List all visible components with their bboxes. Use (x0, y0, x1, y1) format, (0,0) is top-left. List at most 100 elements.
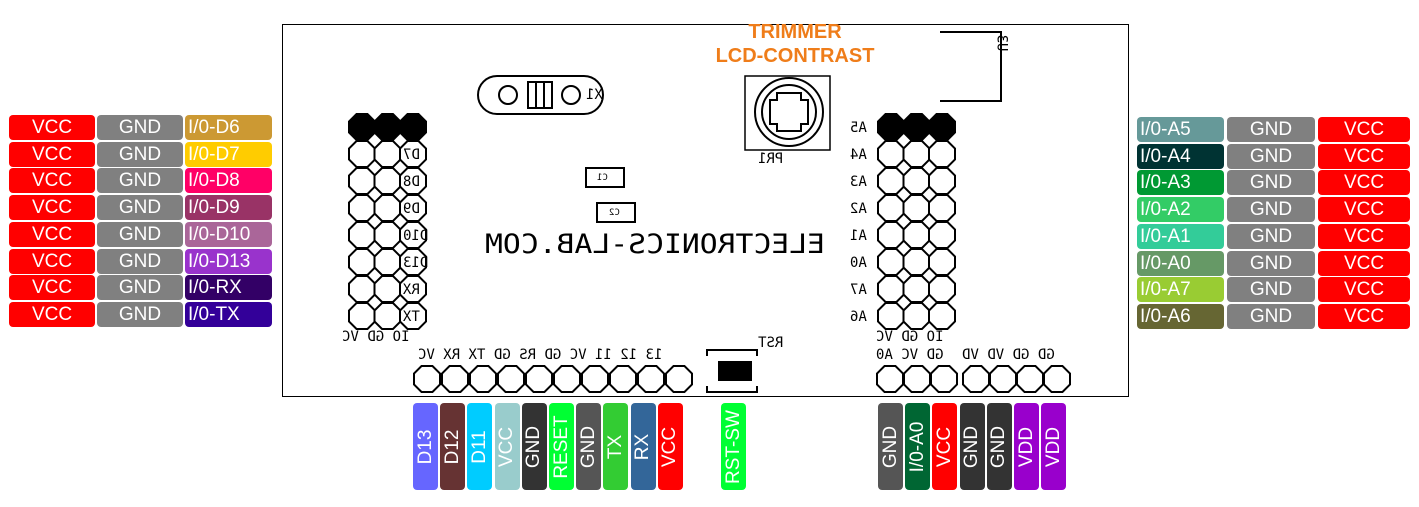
vcc-label: VCC (1318, 277, 1410, 303)
vcc-label: VCC (1318, 170, 1410, 196)
header-pad (902, 194, 931, 222)
io-label-i0a7: I/0-A7 (1137, 277, 1224, 303)
right-pin-name-a3: A3 (850, 174, 867, 190)
header-pad (373, 167, 402, 195)
crystal-x1 (477, 75, 604, 115)
trimmer-pr1 (744, 75, 831, 151)
vcc-label: VCC (1318, 223, 1410, 249)
header-pad (928, 275, 956, 303)
rst-label: RST (758, 335, 784, 351)
bottom-label-text: D11 (468, 429, 490, 464)
header-pad (348, 167, 376, 195)
left-pin-name-tx: TX (403, 309, 420, 325)
bottom-label-text: RX (632, 433, 654, 460)
io-label-i0a4: I/0-A4 (1137, 143, 1224, 169)
gnd-label: GND (97, 168, 183, 194)
bottom-label-vcc: VCC (494, 403, 520, 490)
bottom-left-header-label: 13 12 11 VC GD RS GD TX RX VC (418, 347, 663, 363)
left-pin-name-d6: D6 (403, 120, 420, 136)
bottom-label-gnd: GND (521, 403, 547, 490)
right-pin-name-a2: A2 (850, 201, 867, 217)
header-pad (441, 365, 469, 393)
header-pad (525, 365, 553, 393)
bottom-label-text: RESET (550, 414, 572, 479)
trimmer-title-line2: LCD-CONTRAST (715, 45, 875, 67)
header-pad (902, 167, 931, 195)
header-pad (928, 302, 956, 330)
brand-text: ELECTRONICS-LAB.COM (485, 229, 825, 259)
header-pad (876, 365, 904, 393)
header-pad (665, 365, 693, 393)
header-pad (877, 221, 905, 249)
header-pad (348, 221, 376, 249)
gnd-label: GND (97, 221, 183, 247)
io-label-i0a3: I/0-A3 (1137, 170, 1224, 196)
left-pin-name-d13: D13 (403, 255, 429, 271)
bottom-label-text: TX (604, 434, 626, 459)
header-pad (497, 365, 525, 393)
bottom-label-text: GND (988, 425, 1010, 468)
header-pad (877, 302, 905, 330)
bottom-right-header-label-b: GD GD VD VD (962, 347, 1055, 363)
right-pin-name-a1: A1 (850, 228, 867, 244)
left-pin-name-d9: D9 (403, 201, 420, 217)
header-pad (928, 167, 956, 195)
io-label-i0a0: I/0-A0 (1137, 250, 1224, 276)
vcc-label: VCC (9, 115, 95, 140)
bottom-label-text: VCC (496, 426, 518, 467)
header-pad (902, 302, 931, 330)
gnd-label: GND (97, 115, 183, 140)
right-pin-name-a5: A5 (850, 120, 867, 136)
header-pad (373, 194, 402, 222)
header-pad (928, 113, 956, 141)
x1-label: X1 (586, 87, 603, 103)
header-pad (902, 140, 931, 168)
header-pad (348, 275, 376, 303)
vcc-label: VCC (9, 301, 95, 327)
gnd-label: GND (97, 248, 183, 274)
header-pad (348, 248, 376, 276)
vcc-label: VCC (9, 141, 95, 167)
header-pad (413, 365, 441, 393)
header-pad (877, 194, 905, 222)
left-pin-name-d7: D7 (403, 147, 420, 163)
bottom-label-rx: RX (630, 403, 656, 490)
bottom-label-gnd: GND (576, 403, 602, 490)
header-pad (902, 221, 931, 249)
bottom-label-reset: RESET (549, 403, 574, 490)
bottom-label-vcc: VCC (657, 403, 683, 490)
bottom-label-text: I/0-A0 (906, 421, 928, 472)
vcc-label: VCC (1318, 303, 1410, 329)
header-pad (928, 221, 956, 249)
header-pad (348, 302, 376, 330)
bottom-label-vdd: VDD (1041, 403, 1067, 490)
bottom-label-text: VCC (659, 426, 681, 467)
vcc-label: VCC (1318, 197, 1410, 223)
bottom-label-text: D13 (414, 429, 436, 464)
bottom-label-text: VDD (1015, 426, 1037, 467)
left-pin-name-rx: RX (403, 282, 420, 298)
io-label-i0a6: I/0-A6 (1137, 303, 1224, 329)
right-pin-name-a7: A7 (850, 282, 867, 298)
bottom-label-text: VCC (933, 426, 955, 467)
reset-switch (706, 349, 758, 393)
bottom-label-text: GND (577, 425, 599, 468)
pr1-label: PR1 (758, 151, 784, 167)
bottom-label-text: VDD (1042, 426, 1064, 467)
right-header-bottom-label: IO GD VC (876, 329, 944, 345)
header-pad (962, 365, 990, 393)
header-pads (348, 113, 1071, 393)
bottom-label-i0a0: I/0-A0 (905, 403, 931, 490)
header-pad (877, 167, 905, 195)
io-label-i0tx: I/0-TX (185, 301, 272, 327)
header-pad (348, 113, 376, 141)
capacitor-c2 (596, 202, 636, 223)
header-pad (581, 365, 609, 393)
bottom-label-vdd: VDD (1014, 403, 1039, 490)
trimmer-title: TRIMMER LCD-CONTRAST (690, 20, 900, 68)
vcc-label: VCC (9, 248, 95, 274)
capacitor-c1 (585, 167, 625, 188)
header-pad (1016, 365, 1044, 393)
header-pad (930, 365, 958, 393)
left-pin-name-d8: D8 (403, 174, 420, 190)
